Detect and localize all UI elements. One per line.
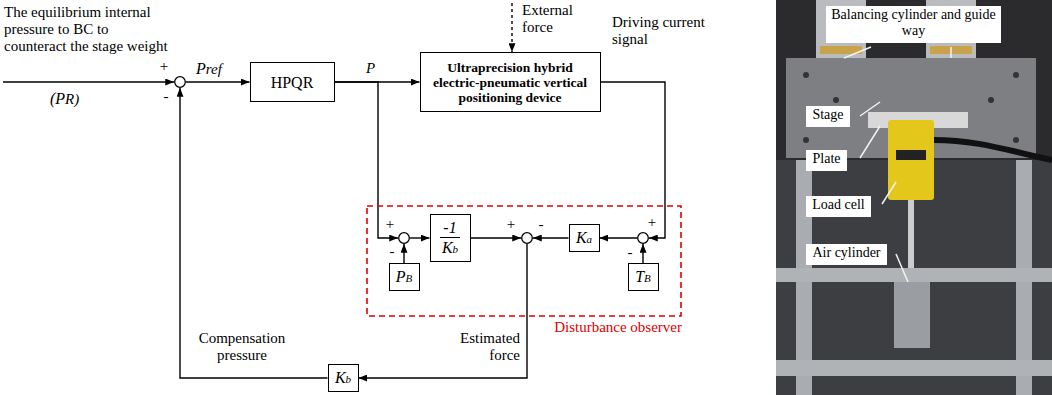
connector (533, 237, 569, 238)
bolt-hole (1013, 137, 1019, 143)
process-box: TB (628, 263, 659, 291)
bolt-hole (1013, 72, 1019, 78)
sign: - (164, 89, 169, 104)
callout-label: Balancing cylinder and guide way (831, 7, 996, 39)
sign: + (507, 217, 515, 232)
signal-label: Compensation pressure (186, 330, 298, 364)
signal-label: Driving current signal (612, 14, 732, 48)
connector (180, 88, 328, 378)
callout-label: Load cell (811, 197, 866, 213)
callout-box: Plate (806, 150, 847, 171)
connector (335, 82, 399, 238)
piston-rod (908, 200, 914, 278)
bolt-hole (803, 72, 809, 78)
connector (600, 237, 638, 238)
connector (601, 82, 666, 238)
block-text: TB (635, 268, 651, 287)
process-box: Ultraprecision hybrid electric-pneumatic… (420, 52, 601, 112)
callout-box: Balancing cylinder and guide way (826, 6, 1001, 43)
transfer-block: -1Kb (430, 214, 471, 262)
bolt-hole (803, 137, 809, 143)
sign: - (539, 217, 544, 232)
leader-line (844, 47, 871, 58)
dashed-outline (367, 206, 681, 316)
junction-outline (174, 76, 186, 88)
annotation: (PR) (50, 90, 79, 108)
connector (403, 244, 404, 263)
process-box: PB (389, 263, 420, 291)
junction-circle (175, 77, 186, 88)
sign: + (160, 59, 168, 74)
junction-outline (637, 232, 649, 244)
annotation: The equilibrium internal pressure to BC … (4, 4, 169, 55)
connector (471, 237, 522, 238)
callout-box: Stage (806, 106, 850, 127)
sign: - (390, 244, 395, 259)
junction-outline (398, 232, 410, 244)
external-force-arrow (511, 3, 512, 52)
summing-junction: +- (174, 76, 186, 88)
block-text: PB (396, 268, 413, 287)
annotation: External force (522, 2, 588, 36)
signal-label: P (366, 60, 375, 77)
region-title: Disturbance observer (554, 319, 682, 335)
photo-background (776, 0, 1052, 395)
junction-circle (522, 233, 533, 244)
block-text: Kb (442, 239, 458, 258)
summing-junction: +- (521, 232, 533, 244)
sign: + (648, 215, 656, 230)
sign: + (386, 217, 394, 232)
bolt-hole (988, 97, 994, 103)
load-cell (888, 120, 934, 200)
leader-line (882, 182, 896, 204)
air-cylinder (894, 282, 930, 348)
summing-junction: +- (398, 232, 410, 244)
block-text: HPQR (271, 74, 314, 91)
leader-line (860, 126, 880, 158)
block-text: Kb (335, 369, 351, 388)
dashed-outline (366, 205, 682, 317)
callout-label: Plate (811, 151, 842, 167)
block-text: -1 (440, 219, 459, 238)
process-box: Kb (328, 364, 359, 392)
connector (186, 81, 250, 82)
block-text: Ultraprecision hybrid electric-pneumatic… (427, 60, 594, 105)
leader-line (896, 254, 908, 282)
block-text: Ka (576, 229, 592, 248)
callout-label: Air cylinder (811, 245, 882, 261)
signal-label: Pref (196, 60, 222, 78)
sign: - (628, 245, 633, 260)
callout-label: Stage (811, 107, 845, 123)
frame-profile (776, 268, 1052, 282)
signal-label: Estimated force (436, 330, 520, 364)
load-cell-cable (934, 140, 1052, 160)
observer-region: Disturbance observer+--1KbPB+-Ka+-TB (366, 205, 682, 317)
leader-line (950, 47, 952, 58)
connector (359, 244, 528, 378)
load-cell-mark (896, 150, 926, 160)
callout-box: Load cell (806, 196, 871, 217)
junction-circle (399, 233, 410, 244)
input-signal-line (3, 81, 174, 82)
process-box: HPQR (250, 62, 335, 102)
connector (642, 244, 643, 263)
junction-outline (521, 232, 533, 244)
connector (410, 237, 430, 238)
bolt-hole (833, 97, 839, 103)
frame-profile (776, 360, 1052, 376)
summing-junction: +- (637, 232, 649, 244)
process-box: Ka (569, 224, 600, 252)
leader-line (860, 102, 880, 116)
junction-circle (638, 233, 649, 244)
callout-box: Air cylinder (806, 244, 887, 265)
